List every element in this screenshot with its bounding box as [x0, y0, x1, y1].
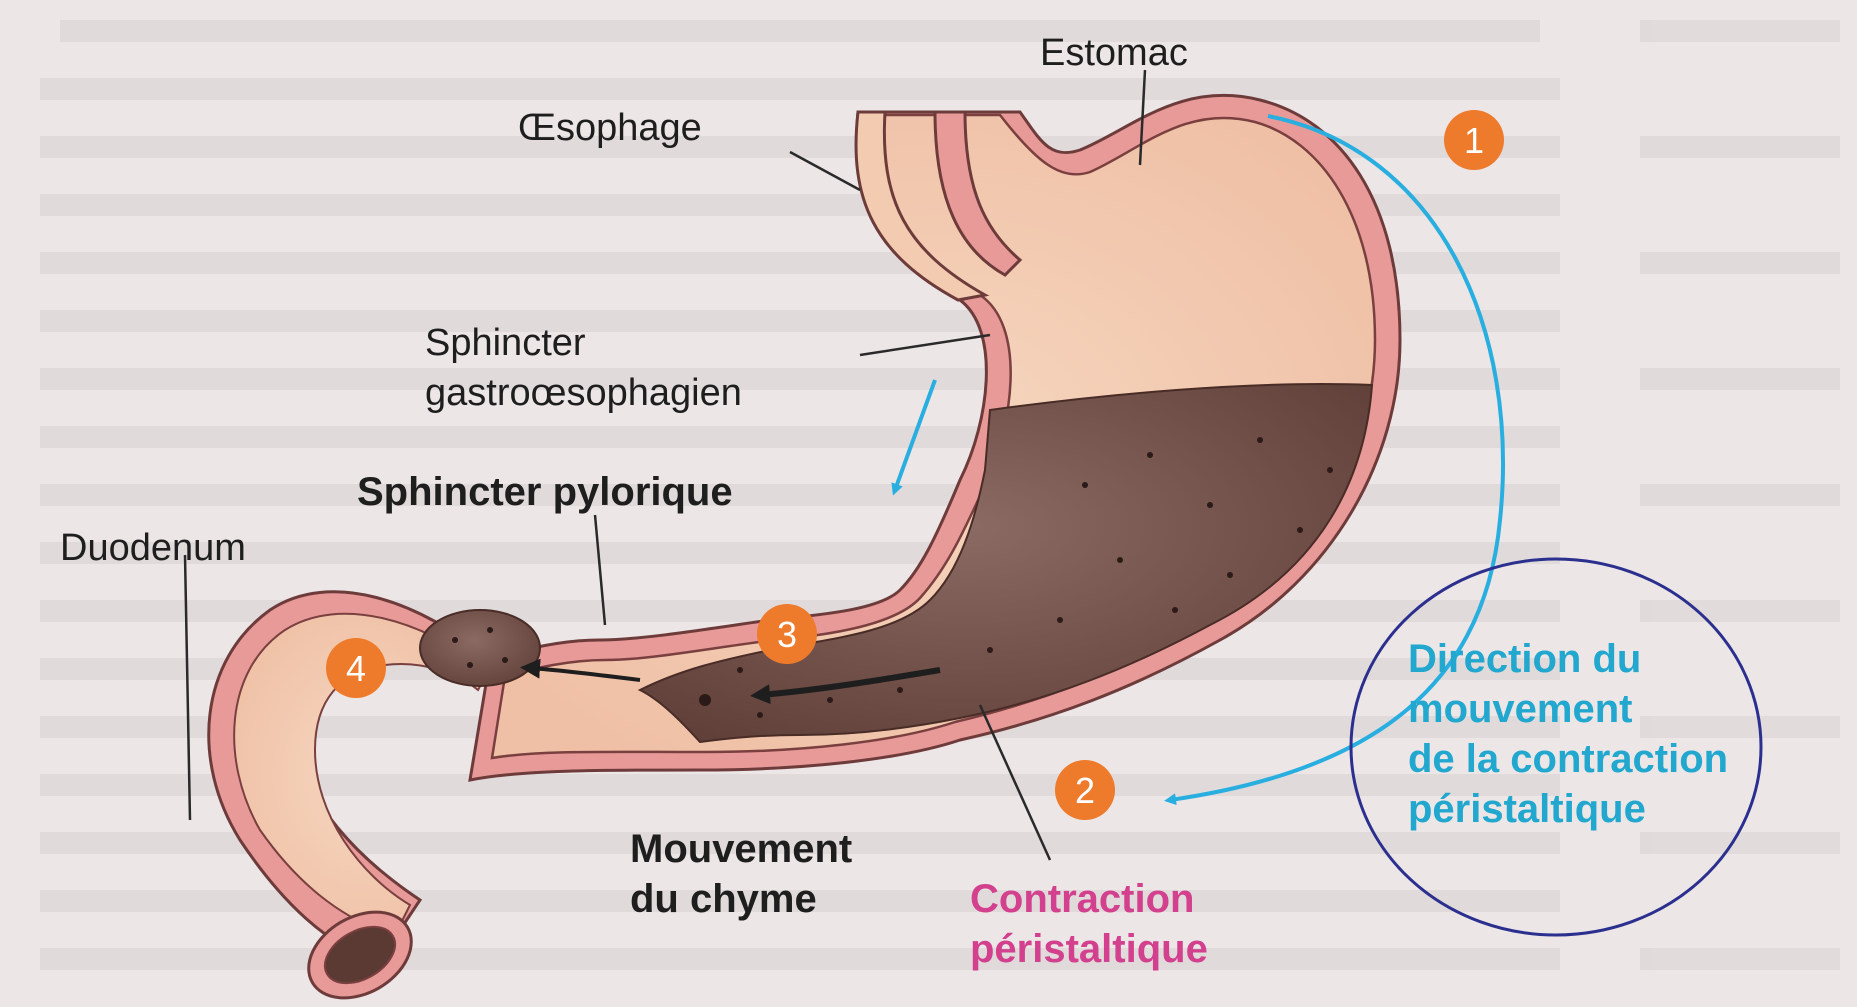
label-oesophage: Œsophage: [518, 107, 702, 149]
label-duodenum: Duodenum: [60, 527, 246, 569]
svg-text:3: 3: [777, 614, 797, 655]
label-sphincter-pylorique: Sphincter pylorique: [357, 470, 733, 514]
label-estomac: Estomac: [1040, 32, 1188, 74]
step-badge-1: 1: [1444, 110, 1504, 170]
label-direction-1: Direction du: [1408, 637, 1641, 681]
svg-text:4: 4: [346, 648, 366, 689]
label-mouvement-2: du chyme: [630, 877, 817, 921]
label-sphincter-gastro-2: gastroœsophagien: [425, 372, 742, 414]
step-badge-4: 4: [326, 638, 386, 698]
svg-text:1: 1: [1464, 120, 1484, 161]
label-direction-3: de la contraction: [1408, 737, 1728, 781]
svg-text:2: 2: [1075, 770, 1095, 811]
label-sphincter-gastro-1: Sphincter: [425, 322, 586, 364]
duodenum-chyme: [420, 610, 540, 686]
label-contraction-2: péristaltique: [970, 927, 1208, 971]
label-direction-2: mouvement: [1408, 687, 1633, 731]
step-badge-2: 2: [1055, 760, 1115, 820]
step-badge-3: 3: [757, 604, 817, 664]
label-direction-4: péristaltique: [1408, 787, 1646, 831]
label-contraction-1: Contraction: [970, 877, 1194, 921]
label-mouvement-1: Mouvement: [630, 827, 852, 871]
